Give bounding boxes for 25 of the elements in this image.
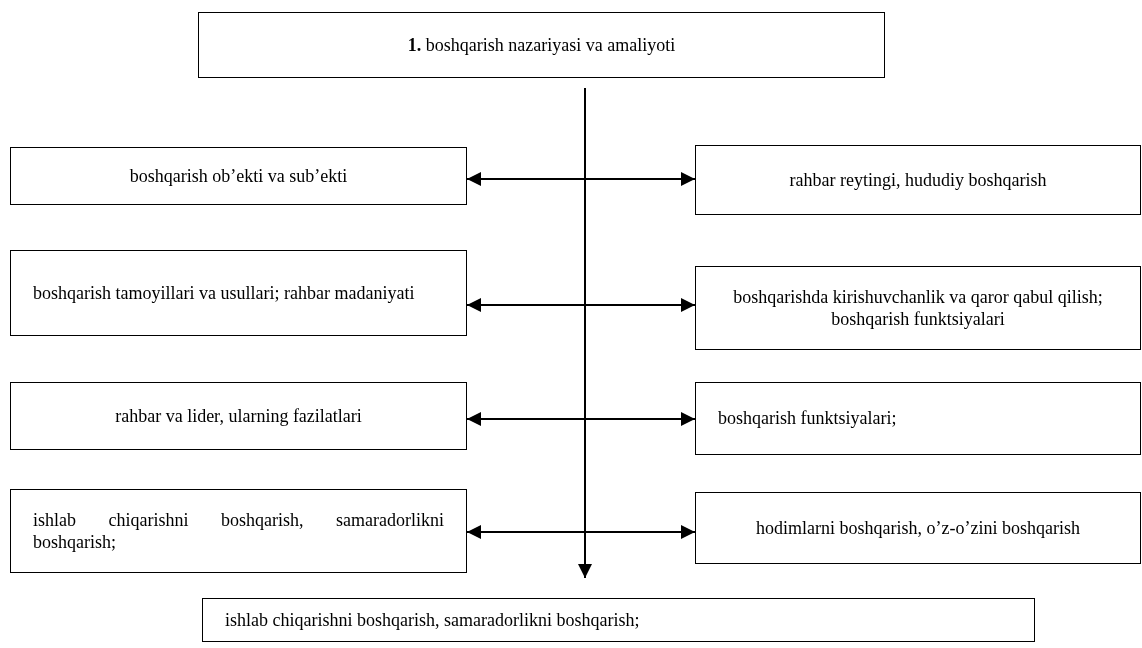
box-text: ishlab chiqarishni boshqarish, samaradorlikni boshqarish;: [225, 608, 641, 632]
text-box: [202, 598, 1035, 642]
box-text: ishlab chiqarishni boshqarish, samaradorlikni boshqarish;: [33, 508, 444, 554]
text-box: [10, 147, 467, 205]
text-box: [695, 266, 1141, 350]
box-text: boshqarishda kirishuvchanlik va qaror qabul qilish; boshqarish funktsiyalari: [732, 285, 1104, 331]
text-box: [695, 145, 1141, 215]
box-text: hodimlarni boshqarish, o’z-o’zini boshqarish: [755, 516, 1081, 540]
box-text: rahbar reytingi, hududiy boshqarish: [788, 168, 1048, 192]
arrow: [466, 298, 696, 312]
box-text: 1. boshqarish nazariyasi va amaliyoti: [406, 33, 677, 57]
box-text: boshqarish tamoyillari va usullari; rahbar madaniyati: [33, 281, 416, 305]
text-box: [10, 489, 467, 573]
box-text: rahbar va lider, ularning fazilatlari: [114, 404, 363, 428]
arrow: [578, 87, 592, 579]
text-box: [10, 250, 467, 336]
arrow: [466, 172, 696, 186]
text-box: [10, 382, 467, 450]
box-text: boshqarish funktsiyalari;: [718, 407, 898, 430]
text-box: [695, 492, 1141, 564]
text-box: [198, 12, 885, 78]
arrow: [466, 525, 696, 539]
arrow: [466, 412, 696, 426]
text-box: [695, 382, 1141, 455]
box-text: boshqarish ob’ekti va sub’ekti: [128, 164, 349, 188]
